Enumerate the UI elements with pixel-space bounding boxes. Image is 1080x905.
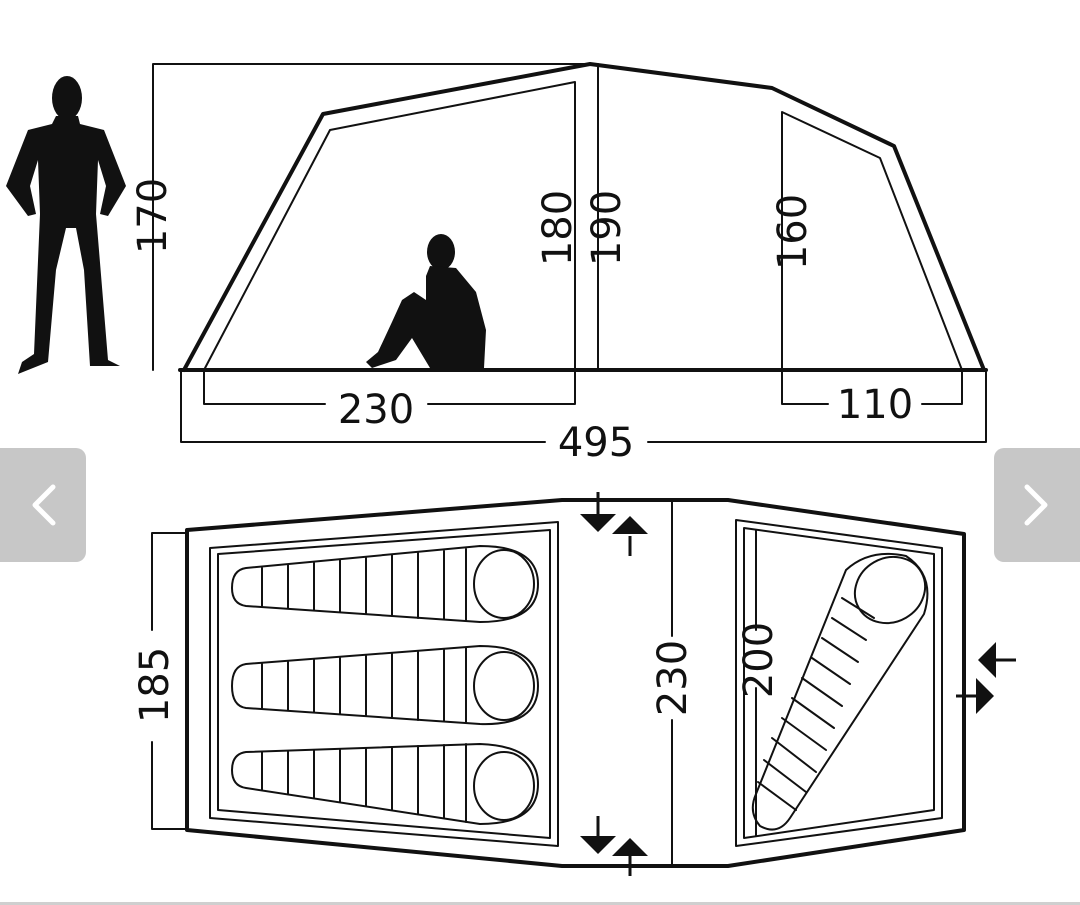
arrow-up-icon [612,838,648,876]
tent-outer-shell [182,62,986,372]
previous-image-button[interactable] [0,448,86,562]
side-view [6,62,988,443]
person-height-label: 170 [130,178,176,254]
sleeping-bag [231,743,539,825]
entrance-arrows [580,492,1016,876]
total-length-bracket [180,371,987,443]
arrow-right-icon [956,678,994,714]
inner-length-right-label: 110 [837,382,913,428]
inner-tent-right-outer [735,519,943,847]
arrow-up-icon [612,516,648,556]
sitting-person-icon [366,234,486,368]
end-width-label: 185 [132,647,178,723]
inner-height-left-label: 180 [535,190,581,266]
center-width-label: 230 [650,640,696,716]
next-image-button[interactable] [994,448,1080,562]
inner-tent-left-inner [217,529,551,839]
standing-person-icon [6,76,126,374]
tent-inner-right [781,111,963,371]
sleeping-bag [751,552,929,831]
sleeping-bag [231,545,539,623]
outer-height-label: 190 [584,190,630,266]
tent-inner-left [203,81,576,371]
inner-length-left-label: 230 [338,387,414,433]
arrow-down-icon [580,492,616,532]
end-width-bracket [151,532,188,830]
inner-tent-right-inner [743,527,935,839]
inner-tent-left-outer [209,521,559,847]
inner-width-right-label: 200 [736,622,782,698]
arrow-down-icon [580,816,616,854]
floor-plan [151,498,966,868]
inner-height-right-label: 160 [770,194,816,270]
chevron-left-icon [32,484,56,526]
arrow-left-icon [978,642,1016,678]
person-height-bracket [152,63,591,371]
bottom-divider [0,902,1080,905]
footprint-outer [185,498,966,868]
inner-length-left-bracket [203,371,576,405]
sleeping-bag [231,645,539,726]
inner-length-right-bracket [781,371,963,405]
total-length-label: 495 [558,420,634,466]
chevron-right-icon [1024,484,1048,526]
